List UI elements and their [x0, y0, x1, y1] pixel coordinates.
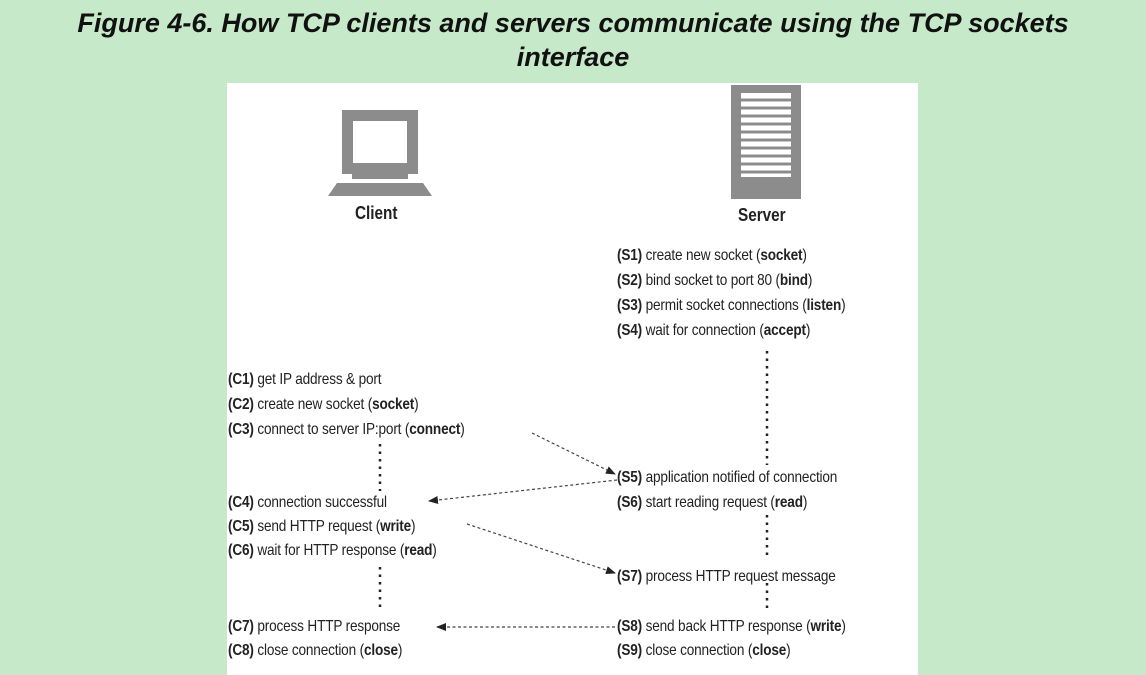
step-code: (C7)	[228, 618, 254, 635]
step-tail: )	[786, 642, 791, 659]
step-function: socket	[372, 396, 415, 413]
arrow-c5-to-s7	[466, 523, 616, 574]
server-step-s4: (S4) wait for connection (accept)	[617, 321, 810, 341]
step-function: close	[752, 642, 787, 659]
step-function: accept	[763, 322, 806, 339]
step-function: close	[363, 642, 398, 659]
step-text: bind socket to port 80 (	[645, 272, 780, 289]
server-label: Server	[738, 205, 786, 225]
step-code: (S4)	[617, 322, 643, 339]
step-text: wait for connection (	[645, 322, 764, 339]
arrow-s5-to-c4	[428, 479, 618, 504]
step-tail: )	[460, 421, 465, 438]
step-text: send back HTTP response (	[645, 618, 811, 635]
step-code: (S8)	[617, 618, 643, 635]
step-text: get IP address & port	[257, 371, 382, 388]
server-step-s7: (S7) process HTTP request message	[617, 567, 836, 587]
step-text: process HTTP response	[257, 618, 401, 635]
step-tail: )	[411, 518, 416, 535]
server-step-s6: (S6) start reading request (read)	[617, 493, 807, 513]
step-function: read	[774, 494, 803, 511]
step-code: (C5)	[228, 518, 254, 535]
figure-title-line-1: Figure 4-6. How TCP clients and servers …	[77, 8, 1069, 38]
step-tail: )	[807, 272, 813, 289]
step-function: write	[810, 618, 842, 635]
arrow-c3-to-s5	[531, 432, 616, 475]
client-step-c2: (C2) create new socket (socket)	[228, 395, 419, 415]
diagram-panel: Client Server (S1) create new socket (so…	[227, 83, 918, 675]
client-step-c6: (C6) wait for HTTP response (read)	[228, 541, 437, 561]
server-step-s8: (S8) send back HTTP response (write)	[617, 617, 846, 637]
client-step-c4: (C4) connection successful	[228, 493, 387, 513]
step-text: create new socket (	[257, 396, 373, 413]
step-tail: )	[802, 494, 808, 511]
step-function: connect	[409, 421, 461, 438]
step-text: close connection (	[257, 642, 364, 659]
step-text: permit socket connections (	[645, 297, 807, 314]
server-tower-icon	[731, 85, 801, 199]
step-tail: )	[802, 247, 807, 264]
client-step-c1: (C1) get IP address & port	[228, 370, 382, 390]
diagram-graphics	[328, 85, 801, 631]
server-step-s2: (S2) bind socket to port 80 (bind)	[617, 271, 812, 291]
step-text: wait for HTTP response (	[257, 542, 405, 559]
step-text: start reading request (	[645, 494, 775, 511]
step-code: (C3)	[228, 421, 254, 438]
figure-title: Figure 4-6. How TCP clients and servers …	[0, 6, 1146, 74]
client-step-c5: (C5) send HTTP request (write)	[228, 517, 416, 537]
desktop-monitor-icon	[328, 110, 432, 196]
step-function: read	[404, 542, 433, 559]
server-step-s1: (S1) create new socket (socket)	[617, 246, 807, 266]
step-text: close connection (	[645, 642, 753, 659]
client-step-c7: (C7) process HTTP response	[228, 617, 400, 637]
step-tail: )	[841, 618, 846, 635]
figure-title-line-2: interface	[516, 42, 630, 72]
step-function: bind	[779, 272, 808, 289]
client-step-c8: (C8) close connection (close)	[228, 641, 402, 661]
step-function: listen	[806, 297, 842, 314]
server-step-s9: (S9) close connection (close)	[617, 641, 791, 661]
step-function: write	[380, 518, 412, 535]
step-code: (C6)	[228, 542, 254, 559]
step-code: (C8)	[228, 642, 254, 659]
step-tail: )	[414, 396, 419, 413]
step-text: process HTTP request message	[645, 568, 836, 585]
step-tail: )	[841, 297, 846, 314]
step-code: (C1)	[228, 371, 254, 388]
step-code: (S9)	[617, 642, 643, 659]
step-tail: )	[805, 322, 811, 339]
step-text: application notified of connection	[645, 469, 838, 486]
step-text: send HTTP request (	[257, 518, 381, 535]
step-text: connection successful	[257, 494, 387, 511]
server-step-s5: (S5) application notified of connection	[617, 468, 837, 488]
step-code: (S6)	[617, 494, 643, 511]
step-code: (S7)	[617, 568, 643, 585]
step-function: socket	[760, 247, 803, 264]
step-code: (S3)	[617, 297, 643, 314]
step-text: create new socket (	[645, 247, 761, 264]
server-step-s3: (S3) permit socket connections (listen)	[617, 296, 846, 316]
step-tail: )	[432, 542, 437, 559]
client-step-c3: (C3) connect to server IP:port (connect)	[228, 420, 465, 440]
step-code: (S1)	[617, 247, 643, 264]
step-code: (C2)	[228, 396, 254, 413]
step-tail: )	[397, 642, 403, 659]
step-code: (S2)	[617, 272, 643, 289]
step-code: (S5)	[617, 469, 643, 486]
step-text: connect to server IP:port (	[257, 421, 410, 438]
step-code: (C4)	[228, 494, 254, 511]
client-label: Client	[355, 203, 398, 223]
